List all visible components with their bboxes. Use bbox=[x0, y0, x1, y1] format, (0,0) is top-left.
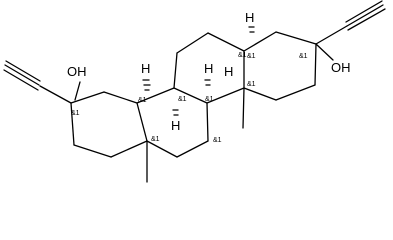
stereo-label-9: &1 bbox=[299, 53, 308, 60]
stereo-label-7: &1 bbox=[247, 81, 256, 88]
h-label-1: H bbox=[141, 61, 150, 76]
stereo-label-1: &1 bbox=[71, 110, 80, 117]
bond-lines bbox=[3, 0, 386, 183]
h-label-4: H bbox=[245, 10, 254, 25]
atom-labels: OH OH H H H H H bbox=[67, 10, 351, 133]
oh-left-label: OH bbox=[67, 64, 87, 79]
stereo-label-8: &1 bbox=[247, 53, 256, 60]
oh-right-label: OH bbox=[331, 60, 351, 75]
stereo-label-5: &1 bbox=[151, 136, 160, 143]
stereo-label-2: &1 bbox=[138, 97, 147, 104]
chemical-structure: OH OH H H H H H &1 &1 &1 &1 &1 &1 &1 &1 … bbox=[3, 0, 386, 183]
stereo-label-10: &1 bbox=[238, 52, 247, 59]
h-label-3: H bbox=[171, 118, 180, 133]
stereo-label-4: &1 bbox=[205, 96, 214, 103]
h-label-2: H bbox=[204, 61, 213, 76]
stereo-labels: &1 &1 &1 &1 &1 &1 &1 &1 &1 &1 bbox=[71, 52, 308, 144]
stereo-label-6: &1 bbox=[213, 137, 222, 144]
h-label-5: H bbox=[224, 64, 233, 79]
stereo-label-3: &1 bbox=[178, 96, 187, 103]
